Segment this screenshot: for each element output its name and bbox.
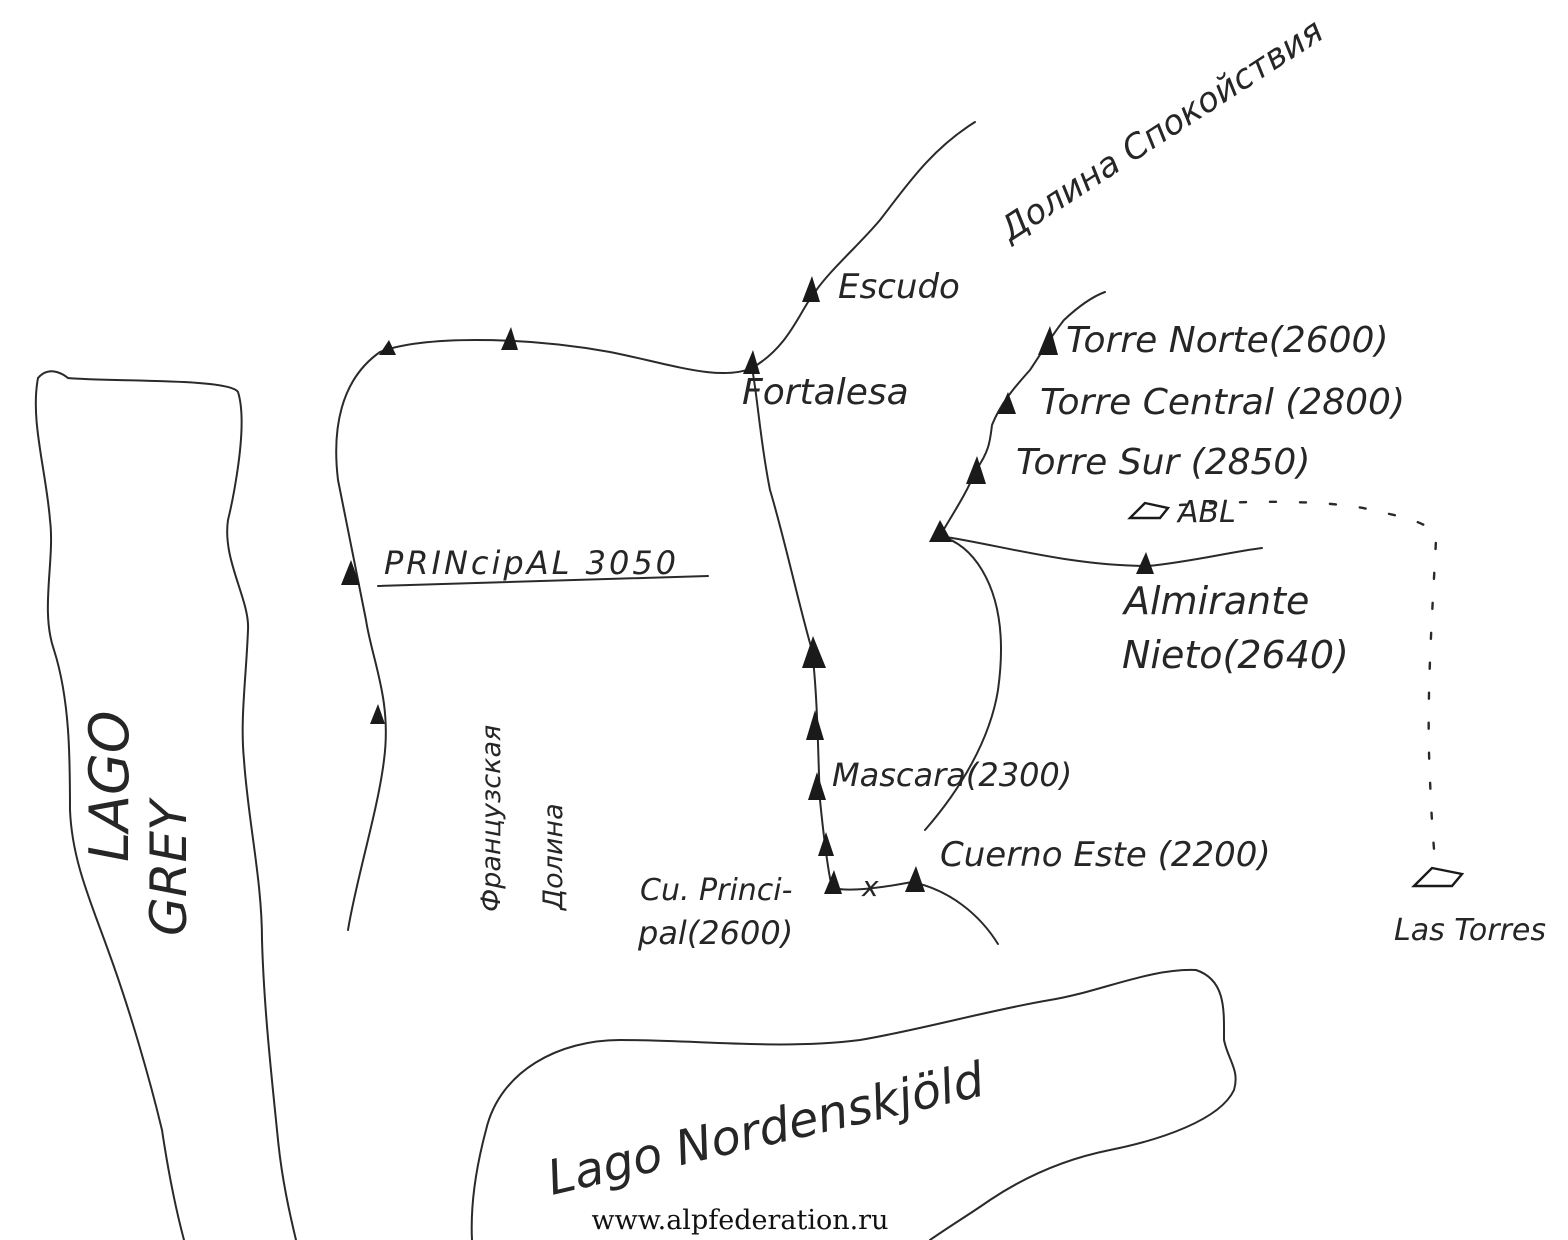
approach-route: [1178, 500, 1438, 872]
lake-label-nordenskjold: Lago Nordenskjöld: [542, 1052, 990, 1207]
peak-marker-fortalesa: [743, 350, 760, 374]
peak-label-principal: PRINcipAL 3050: [384, 544, 679, 582]
peak-marker: [379, 340, 396, 355]
peak-marker: [929, 520, 952, 542]
peak-marker-torre-sur: [966, 456, 986, 484]
peak-label-cuerno-principal-2: pal(2600): [637, 914, 793, 952]
peak-marker: [501, 327, 518, 350]
peak-label-torre-sur: Torre Sur (2850): [1016, 442, 1310, 483]
watermark: www.alpfederation.ru: [591, 1205, 889, 1236]
peak-marker: [806, 710, 824, 740]
peak-marker: [818, 832, 834, 856]
principal-underline: [377, 575, 709, 587]
peak-marker-cuerno-este: [905, 866, 925, 892]
peak-label-torre-norte: Torre Norte(2600): [1066, 320, 1389, 361]
valley-label-french-2: Долина: [538, 803, 569, 911]
hut-label-abl: ABL: [1176, 495, 1236, 530]
almirante-ridge: [939, 535, 1263, 567]
principal-ridge: [335, 121, 976, 931]
peak-marker-escudo: [802, 276, 820, 302]
peak-label-cuerno-principal-1: Cu. Princi-: [640, 873, 792, 908]
hut-marker-las-torres: [1411, 866, 1465, 888]
peak-marker-almirante-nieto: [1136, 552, 1154, 574]
peak-label-nieto: Nieto(2640): [1122, 633, 1349, 677]
peak-label-cuerno-este: Cuerno Este (2200): [940, 835, 1271, 875]
lake-label-grey: GREY: [140, 797, 198, 936]
peak-marker-principal: [341, 560, 360, 585]
peak-marker: [802, 636, 826, 668]
peak-label-mascara: Mascara(2300): [832, 756, 1072, 794]
peak-marker-torre-norte: [1038, 326, 1058, 355]
valley-label-french-1: Французская: [476, 725, 507, 912]
fortalesa-cuerno-ridge: [751, 367, 833, 889]
valley-label-silence: Долина Спокойствия: [991, 11, 1330, 251]
lago-nordenskjold-shore: [470, 968, 1237, 1240]
peak-marker-cuerno-principal: [824, 870, 842, 894]
peak-label-escudo: Escudo: [838, 267, 960, 307]
hut-label-las-torres: Las Torres: [1394, 913, 1546, 948]
lake-label-lago: LAGO: [78, 711, 141, 862]
cuerno-este-ridge: [924, 535, 1002, 831]
lago-grey-shore-west: [34, 377, 185, 1240]
peak-label-torre-central: Torre Central (2800): [1040, 382, 1405, 423]
peak-label-fortalesa: Fortalesa: [742, 372, 909, 413]
peak-label-almirante: Almirante: [1121, 579, 1309, 623]
lago-grey-shore: [37, 370, 297, 1240]
peak-marker: [370, 704, 385, 724]
peak-marker-mascara: [808, 772, 826, 800]
hut-marker-abl: [1127, 501, 1171, 520]
saddle-mark: x: [861, 870, 879, 903]
peak-marker-torre-central: [998, 392, 1016, 414]
